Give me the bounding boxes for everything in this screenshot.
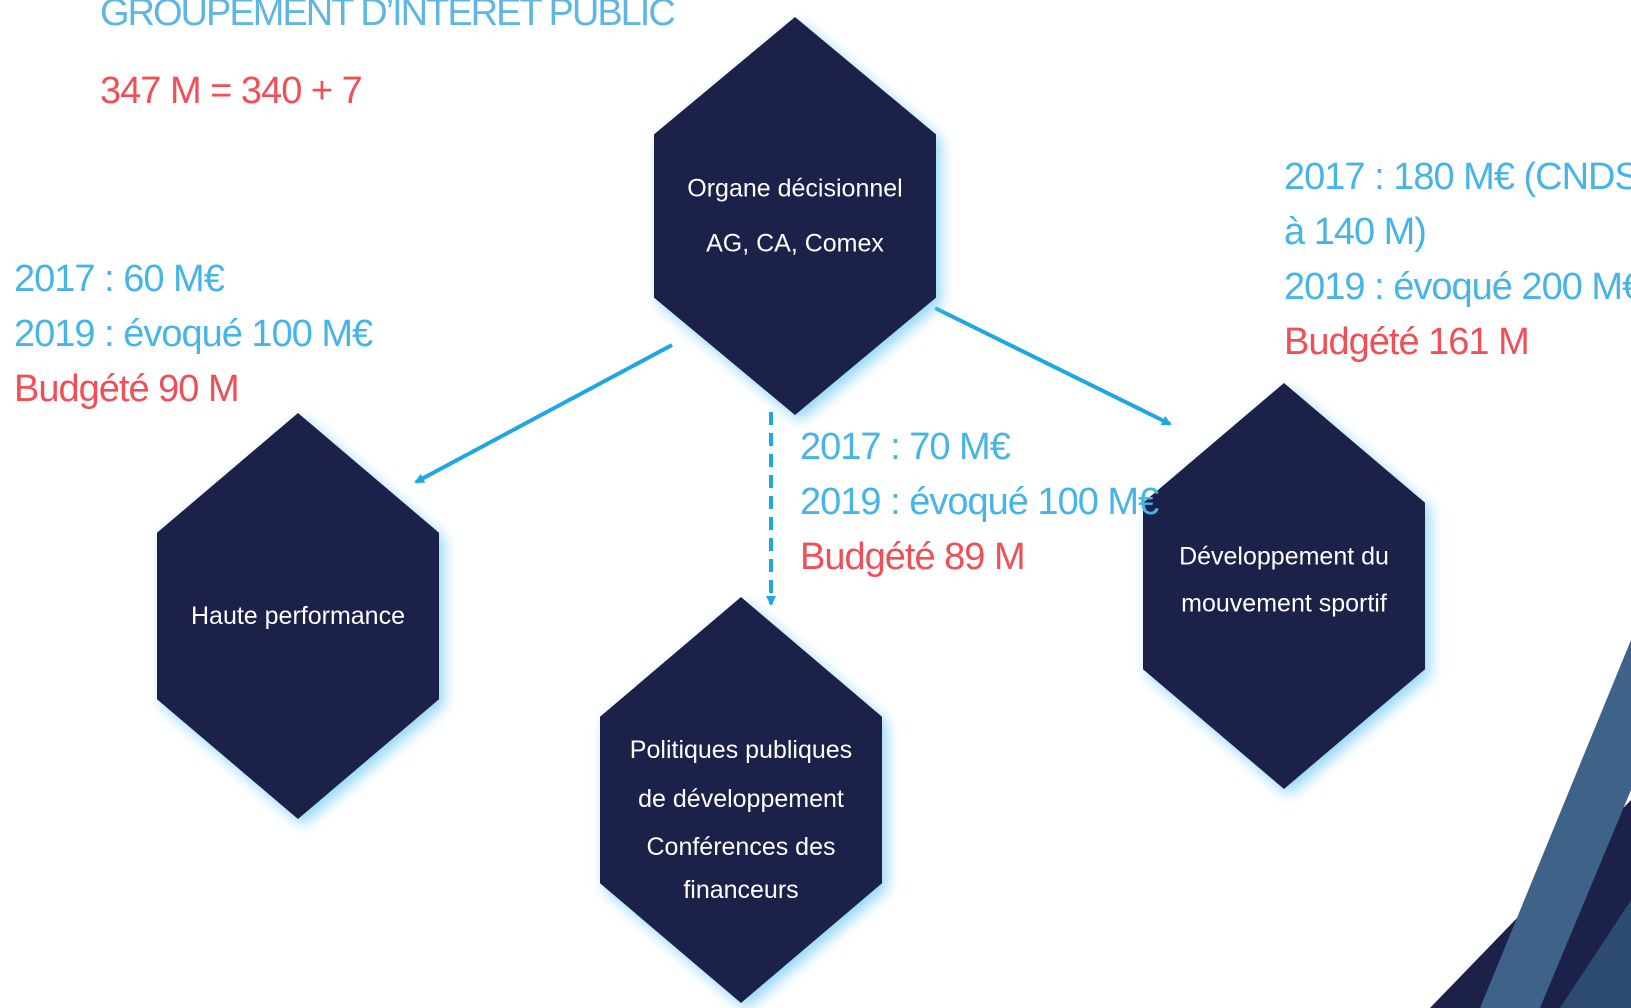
node-bottom-text: Politiques publiques de développement Co… (630, 729, 852, 911)
budget-right: 2017 : 180 M€ (CNDS à 140 M) 2019 : évoq… (1284, 150, 1631, 370)
total-budget-label: 347 M = 340 + 7 (100, 70, 363, 112)
node-bottom-line-4: financeurs (683, 875, 799, 904)
node-right-line-2: mouvement sportif (1181, 589, 1387, 617)
budget-bottom-2019: 2019 : évoqué 100 M€ (800, 481, 1159, 524)
node-right-hexagon (1143, 383, 1425, 789)
node-right-text: Développement du mouvement sportif (1179, 536, 1389, 625)
budget-left: 2017 : 60 M€ 2019 : évoqué 100 M€ Budgét… (14, 252, 373, 417)
node-center-hexagon (654, 17, 936, 415)
arrow-center-to-left (414, 343, 673, 484)
diagram-title: GROUPEMENT D’INTÉRÊT PUBLIC (100, 0, 676, 34)
node-center-line-2: AG, CA, Comex (706, 229, 884, 257)
node-right-line-1: Développement du (1179, 542, 1389, 571)
budget-left-2019: 2019 : évoqué 100 M€ (14, 313, 373, 356)
corner-ribbon-mid (1560, 900, 1631, 1008)
node-left-line-1: Haute performance (190, 601, 406, 630)
node-bottom-hexagon (600, 597, 882, 1003)
budget-right-2019: 2019 : évoqué 200 M€ (1284, 266, 1631, 309)
node-bottom-line-3: Conférences des (646, 833, 836, 861)
corner-ribbon-blue (1480, 640, 1631, 1008)
budget-right-2017-cnds: à 140 M) (1284, 211, 1427, 254)
budget-bottom-budgeted: Budgété 89 M (800, 536, 1026, 579)
node-bottom-line-2: de développement (638, 784, 844, 813)
node-center-text: Organe décisionnel AG, CA, Comex (687, 168, 902, 265)
budget-bottom: 2017 : 70 M€ 2019 : évoqué 100 M€ Budgét… (800, 420, 1159, 585)
arrow-center-to-right (934, 306, 1172, 426)
budget-bottom-2017: 2017 : 70 M€ (800, 426, 1011, 468)
budget-right-budgeted: Budgété 161 M (1284, 321, 1530, 364)
node-bottom-line-1: Politiques publiques (629, 736, 853, 764)
node-left-hexagon (157, 413, 439, 819)
budget-left-budgeted: Budgété 90 M (14, 368, 240, 411)
node-left-text: Haute performance (191, 595, 405, 638)
budget-right-2017: 2017 : 180 M€ (CNDS (1284, 156, 1631, 198)
node-center-line-1: Organe décisionnel (687, 174, 903, 203)
budget-left-2017: 2017 : 60 M€ (14, 258, 225, 300)
